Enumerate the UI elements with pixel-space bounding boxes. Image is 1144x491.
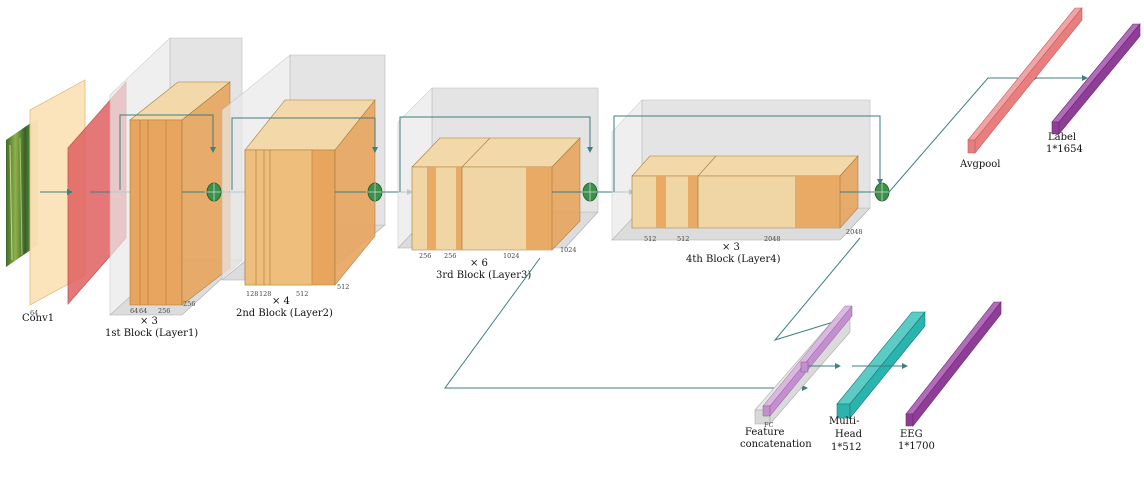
block2-title: 2nd Block (Layer2)	[236, 308, 333, 319]
arrow-block3-to-feature	[444, 257, 808, 391]
block1-title: 1st Block (Layer1)	[105, 328, 198, 339]
b4-repeat: × 3	[722, 242, 740, 253]
b2-dim-b: 128	[259, 290, 271, 298]
label-bar	[1051, 23, 1141, 135]
multihead-label-2: Head	[835, 429, 863, 440]
b4-dim-d: 2048	[846, 228, 863, 236]
b1-dim-b: 64	[139, 307, 147, 315]
b1-dim-d: 256	[183, 300, 195, 308]
b3-dim-d: 1024	[560, 246, 577, 254]
block1	[109, 37, 243, 316]
block4-skip-arrow	[613, 115, 883, 192]
feature-label-1: Feature	[745, 427, 785, 438]
add-node-2	[367, 182, 383, 202]
conv1-dim: 64	[30, 309, 38, 317]
add-node-1	[206, 182, 222, 202]
arrow-block4-to-feature	[773, 237, 861, 341]
b1-repeat: × 3	[140, 316, 158, 327]
b2-dim-a: 128	[246, 290, 258, 298]
multihead-label-1: Multi-	[829, 416, 859, 427]
conv1-label: Conv1	[22, 313, 54, 324]
label-size: 1*1654	[1046, 144, 1083, 155]
b1-dim-a: 64	[130, 307, 138, 315]
multihead-bar	[836, 311, 926, 419]
block4	[611, 99, 871, 241]
block3	[397, 87, 599, 251]
b4-dim-a: 512	[644, 235, 656, 243]
b3-repeat: × 6	[470, 258, 488, 269]
feature-label-2: concatenation	[740, 439, 812, 450]
b4-dim-c: 2048	[764, 235, 781, 243]
block3-skip-arrow	[399, 116, 593, 192]
multihead-label-3: 1*512	[831, 442, 861, 453]
eeg-label-2: 1*1700	[898, 441, 935, 452]
label-title: Label	[1048, 132, 1076, 143]
eeg-bar	[905, 301, 1002, 427]
b4-dim-b: 512	[677, 235, 689, 243]
block4-title: 4th Block (Layer4)	[686, 254, 781, 265]
add-node-4	[874, 182, 890, 202]
b3-dim-a: 256	[419, 252, 431, 260]
avgpool-label: Avgpool	[959, 159, 1001, 170]
b3-dim-b: 256	[444, 252, 456, 260]
block1-skip-arrow	[119, 114, 216, 190]
block3-title: 3rd Block (Layer3)	[436, 270, 531, 281]
feature-concat-box	[754, 305, 853, 425]
b2-repeat: × 4	[272, 296, 290, 307]
b1-dim-c: 256	[158, 307, 170, 315]
avgpool-bar	[967, 7, 1083, 154]
fc-label: FC	[764, 421, 774, 429]
b3-dim-c: 1024	[503, 252, 520, 260]
eeg-label-1: EEG	[900, 429, 923, 440]
block2	[221, 54, 386, 286]
add-node-3	[582, 182, 598, 202]
b2-dim-d: 512	[337, 283, 349, 291]
block2-skip-arrow	[231, 117, 378, 190]
b2-dim-c: 512	[296, 290, 308, 298]
